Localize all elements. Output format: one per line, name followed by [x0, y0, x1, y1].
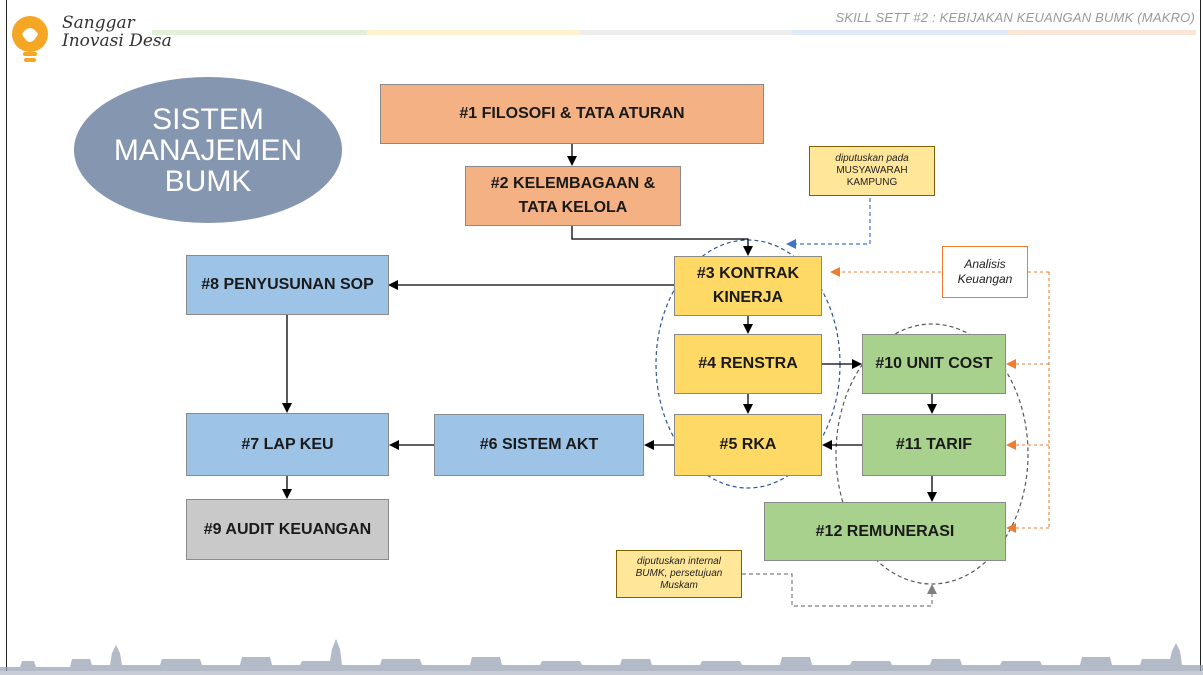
note-musyawarah-line1: diputuskan pada [835, 153, 909, 164]
note-musyawarah-line2: MUSYAWARAH [836, 165, 908, 176]
title-ellipse: SISTEM MANAJEMEN BUMK [74, 77, 342, 223]
box-10-label: #10 UNIT COST [875, 355, 993, 372]
logo-line2: Inovasi Desa [62, 31, 172, 51]
note-musyawarah-line3: KAMPUNG [846, 177, 898, 188]
header-bar-green [152, 30, 367, 35]
box-5-label: #5 RKA [719, 436, 777, 453]
box-7-label: #7 LAP KEU [241, 435, 334, 453]
box-8-label: #8 PENYUSUNAN SOP [201, 276, 374, 293]
page-title: SKILL SETT #2 : KEBIJAKAN KEUANGAN BUMK … [835, 10, 1195, 25]
box-1-label: #1 FILOSOFI & TATA ATURAN [459, 105, 685, 122]
title-line3: BUMK [164, 164, 252, 198]
arrow-internal [742, 573, 937, 607]
title-line1: SISTEM [152, 102, 264, 136]
box-6-sistem-akt: #6 SISTEM AKT [434, 414, 644, 476]
box-4-label: #4 RENSTRA [698, 355, 798, 372]
logo-wordmark: Sanggar Inovasi Desa [62, 14, 172, 50]
logo-line1: Sanggar [62, 13, 135, 33]
note-internal-bumk: diputuskan internal BUMK, persetujuan Mu… [616, 550, 742, 598]
box-6-label: #6 SISTEM AKT [479, 436, 599, 453]
box-11-tarif: #11 TARIF [862, 414, 1006, 476]
box-9-label: #9 AUDIT KEUANGAN [203, 520, 372, 538]
box-3-kontrak-kinerja: #3 KONTRAK KINERJA [674, 256, 822, 316]
box-2-line1: #2 KELEMBAGAAN & [490, 175, 656, 192]
note-internal-line1: diputuskan internal [637, 556, 721, 567]
note-analisis-keuangan: Analisis Keuangan [942, 246, 1028, 298]
box-3-line2: KINERJA [712, 289, 784, 306]
note-internal-line3: Muskam [660, 580, 698, 591]
arrow-2-3 [571, 226, 753, 256]
slide-frame [6, 0, 1201, 673]
box-1-filosofi: #1 FILOSOFI & TATA ATURAN [380, 84, 764, 144]
arrow-musyawarah [786, 198, 871, 249]
note-analisis-line1: Analisis [964, 257, 1006, 271]
box-10-unit-cost: #10 UNIT COST [862, 334, 1006, 394]
box-7-lap-keu: #7 LAP KEU [186, 413, 389, 476]
box-11-label: #11 TARIF [895, 436, 973, 453]
box-12-label: #12 REMUNERASI [815, 522, 955, 540]
box-12-remunerasi: #12 REMUNERASI [764, 502, 1006, 561]
lightbulb-logo-icon [12, 16, 48, 62]
note-internal-line2: BUMK, persetujuan [635, 568, 723, 579]
header-bar-gray [580, 30, 792, 35]
box-8-penyusunan-sop: #8 PENYUSUNAN SOP [186, 255, 389, 315]
box-5-rka: #5 RKA [674, 414, 822, 476]
title-line2: MANAJEMEN [113, 133, 303, 167]
city-skyline-decoration [0, 639, 1203, 675]
note-musyawarah-kampung: diputuskan pada MUSYAWARAH KAMPUNG [809, 146, 935, 196]
box-4-renstra: #4 RENSTRA [674, 334, 822, 394]
box-2-kelembagaan: #2 KELEMBAGAAN & TATA KELOLA [465, 166, 681, 226]
header-bar-peach [1008, 30, 1196, 35]
header-bar-yellow [367, 30, 580, 35]
note-analisis-line2: Keuangan [957, 272, 1013, 286]
header-bar-blue [792, 30, 1008, 35]
box-9-audit-keuangan: #9 AUDIT KEUANGAN [186, 499, 389, 560]
box-2-line2: TATA KELOLA [518, 199, 628, 216]
box-3-line1: #3 KONTRAK [696, 265, 800, 282]
